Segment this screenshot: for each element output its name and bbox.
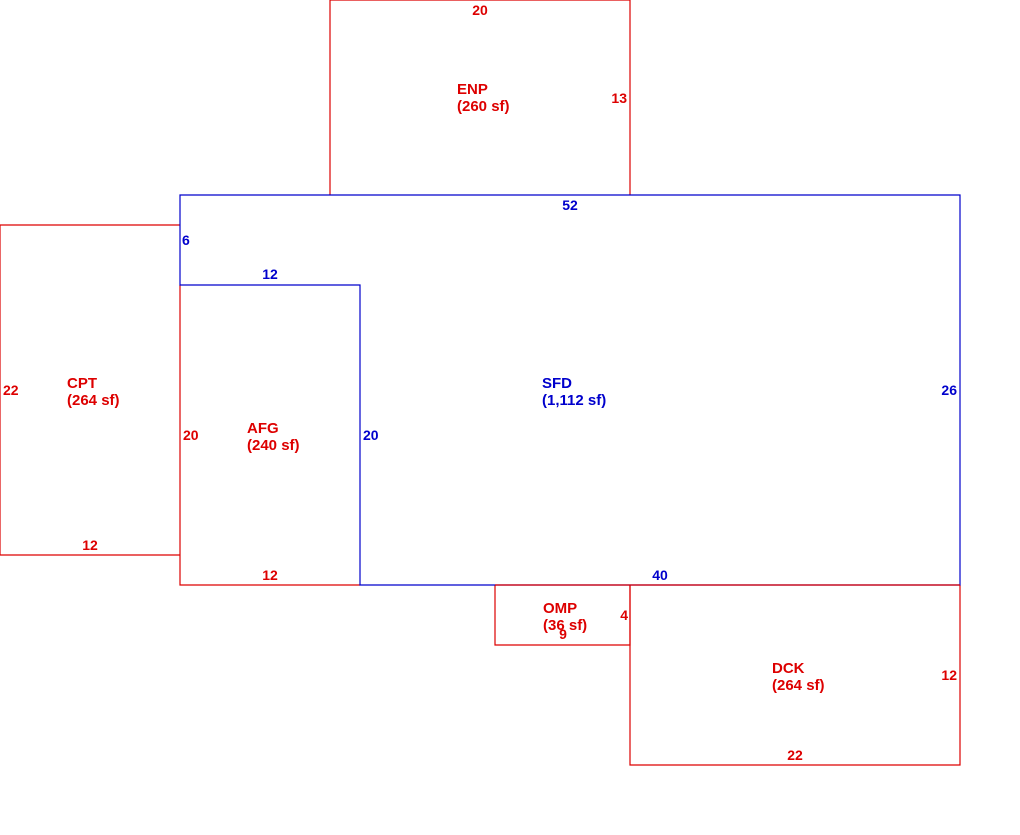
sfd-area: (1,112 sf) (542, 392, 606, 409)
omp-label: OMP (36 sf) (543, 600, 587, 634)
dck-area: (264 sf) (772, 677, 825, 694)
afg-area: (240 sf) (247, 437, 300, 454)
afg-dim-left: 20 (183, 427, 199, 443)
enp-code: ENP (457, 81, 488, 98)
sfd-label: SFD (1,112 sf) (542, 375, 606, 409)
dck-dim-right: 12 (941, 667, 957, 683)
afg-dim-bottom: 12 (262, 567, 278, 583)
sfd-dim-notch-left: 6 (182, 232, 190, 248)
dck-outline (629, 585, 961, 766)
sfd-dim-bottom: 40 (652, 567, 668, 583)
sfd-dim-notch-bottom: 12 (262, 266, 278, 282)
sfd-code: SFD (542, 375, 572, 392)
enp-dim-right: 13 (611, 90, 627, 106)
omp-dim-right: 4 (620, 607, 628, 623)
omp-dim-bottom: 9 (559, 626, 567, 642)
cpt-code: CPT (67, 375, 97, 392)
cpt-outline (0, 224, 180, 556)
sfd-dim-inner-side: 20 (363, 427, 379, 443)
cpt-dim-left: 22 (3, 382, 19, 398)
sfd-dim-right: 26 (941, 382, 957, 398)
afg-outline (179, 285, 360, 586)
cpt-area: (264 sf) (67, 392, 120, 409)
enp-area: (260 sf) (457, 98, 510, 115)
afg-code: AFG (247, 420, 279, 437)
omp-area: (36 sf) (543, 617, 587, 634)
enp-outline (329, 0, 631, 195)
dck-code: DCK (772, 660, 805, 677)
enp-label: ENP (260 sf) (457, 81, 510, 115)
dck-dim-bottom: 22 (787, 747, 803, 763)
cpt-label: CPT (264 sf) (67, 375, 120, 409)
dck-label: DCK (264 sf) (772, 660, 825, 694)
omp-code: OMP (543, 600, 577, 617)
sfd-outline (179, 194, 961, 586)
sfd-dim-top: 52 (562, 197, 578, 213)
afg-label: AFG (240 sf) (247, 420, 300, 454)
enp-dim-top: 20 (472, 2, 488, 18)
cpt-dim-bottom: 12 (82, 537, 98, 553)
